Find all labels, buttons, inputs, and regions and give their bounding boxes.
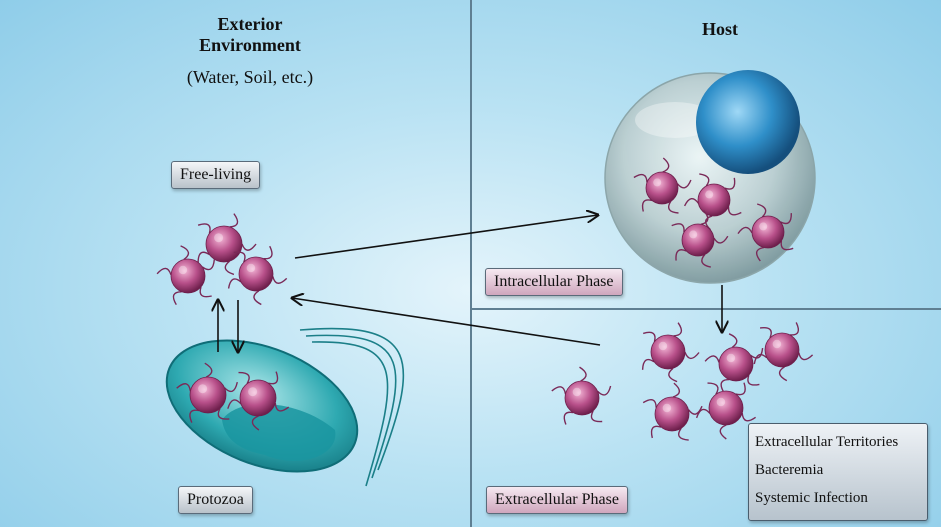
exterior-environment-title: Exterior Environment: [150, 14, 350, 56]
extracellular-phase-label: Extracellular Phase: [486, 486, 628, 514]
free-living-bacterium: [197, 213, 257, 276]
arrow-extracellular-to-free-living: [292, 298, 601, 346]
free-living-bacterium: [227, 245, 288, 306]
free-living-bacterium: [156, 245, 215, 306]
vertical-divider: [470, 0, 472, 527]
horizontal-divider: [470, 308, 941, 310]
arrow-free-living-to-intracellular: [294, 215, 598, 259]
intracellular-bacterium: [737, 203, 794, 262]
extracellular-bacterium: [551, 366, 612, 425]
outcome-systemic-infection: Systemic Infection: [755, 490, 868, 506]
host-cell-nucleus: [696, 70, 800, 174]
host-title: Host: [702, 19, 738, 39]
extracellular-bacterium: [704, 333, 764, 393]
protozoa-bacterium: [176, 362, 238, 423]
exterior-title-line2: Environment: [199, 35, 301, 55]
extracellular-bacterium: [753, 322, 814, 382]
intracellular-bacterium: [683, 173, 742, 231]
protozoa-label: Protozoa: [178, 486, 253, 514]
exterior-environment-subtitle: (Water, Soil, etc.): [186, 67, 314, 87]
intracellular-bacterium: [671, 210, 729, 268]
extracellular-bacterium: [642, 382, 703, 441]
extracellular-outcomes-box: Extracellular Territories Bacteremia Sys…: [748, 423, 928, 521]
intracellular-bacterium: [633, 157, 692, 214]
extracellular-bacterium: [641, 322, 700, 383]
extracellular-bacterium: [695, 382, 757, 440]
protozoa-bacterium: [227, 371, 290, 431]
free-living-label: Free-living: [171, 161, 261, 189]
outcome-bacteremia: Bacteremia: [755, 462, 824, 478]
intracellular-phase-label: Intracellular Phase: [485, 268, 623, 296]
outcome-extracellular-territories: Extracellular Territories: [755, 434, 899, 450]
exterior-title-line1: Exterior: [217, 14, 283, 34]
